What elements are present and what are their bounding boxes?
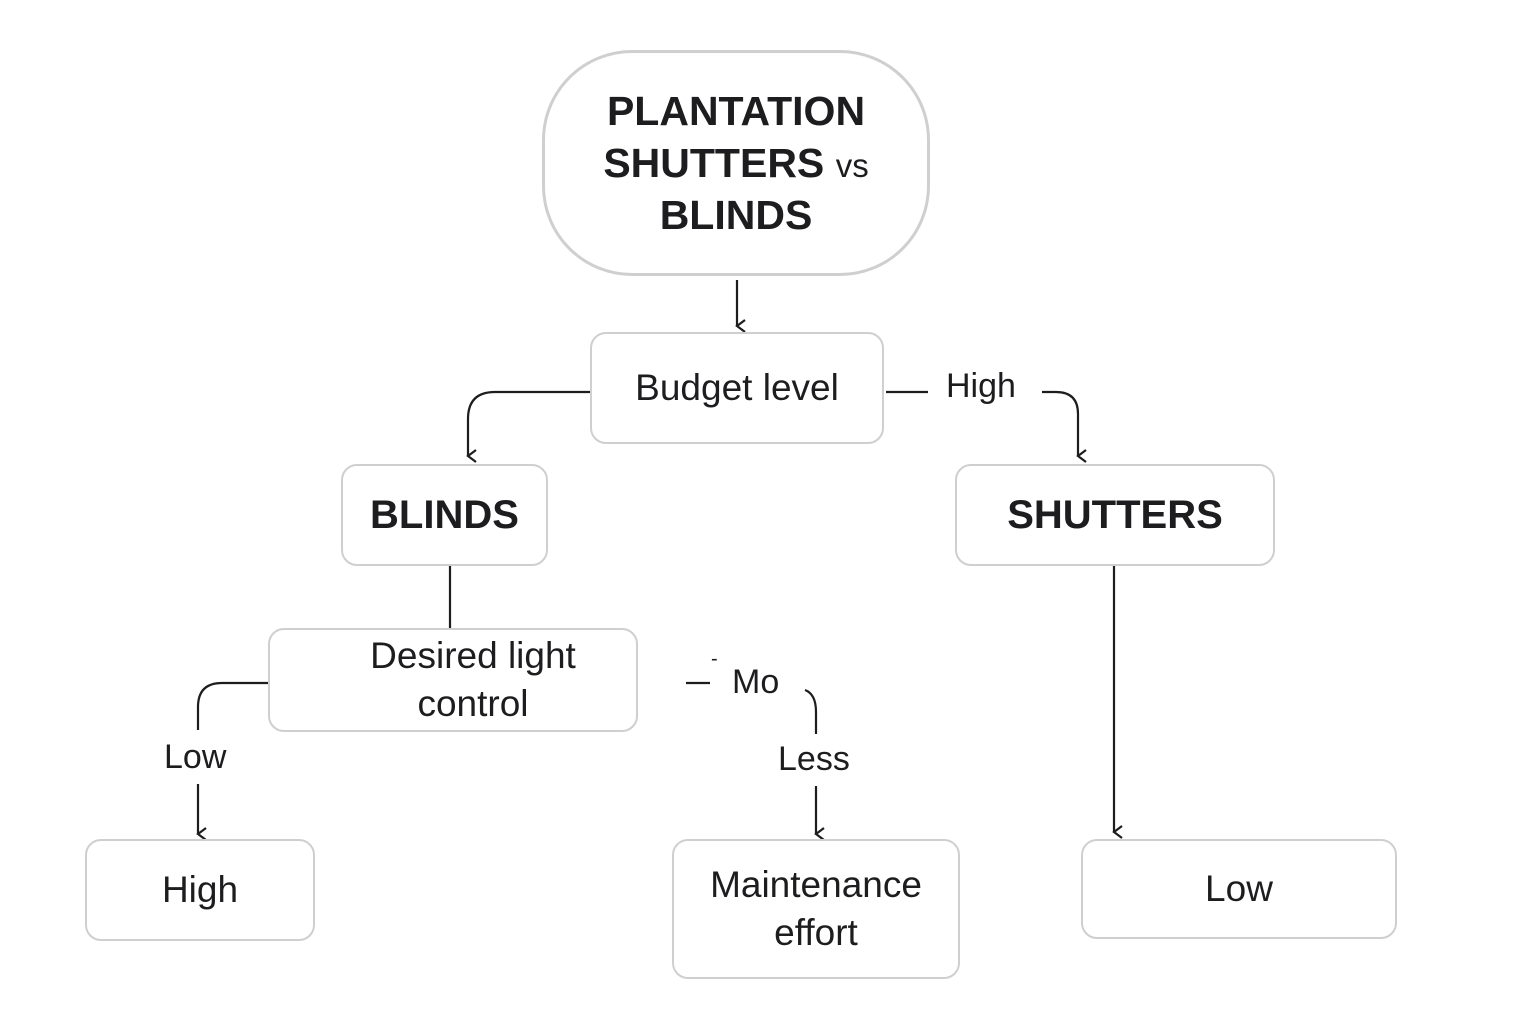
shutters-node: SHUTTERS	[955, 464, 1275, 566]
budget-level-node: Budget level	[590, 332, 884, 444]
maintenance-effort-node: Maintenance effort	[672, 839, 960, 979]
shutters-label: SHUTTERS	[1007, 493, 1223, 537]
low-outcome-node: Low	[1081, 839, 1397, 939]
root-title-line1: PLANTATION	[606, 87, 866, 134]
edge-budget-high-right	[1042, 390, 1087, 463]
high-outcome-node: High	[85, 839, 315, 941]
desired-light-control-node: Desired light control	[268, 628, 638, 732]
root-title-line3: BLINDS	[659, 192, 813, 239]
edge-label-light-less: Less	[778, 740, 850, 778]
root-title-vs: vs	[835, 146, 869, 184]
desired-light-control-label: Desired light control	[370, 634, 576, 724]
edge-label-light-mo: Mo	[732, 663, 780, 701]
edge-budget-blinds	[466, 390, 590, 463]
edge-label-budget-high: High	[946, 367, 1016, 405]
high-outcome-label: High	[161, 868, 239, 910]
blinds-label: BLINDS	[370, 493, 519, 537]
edge-light-less-top	[804, 688, 818, 734]
root-title-line2-wrap: SHUTTERS vs	[603, 137, 868, 189]
low-outcome-label: Low	[1205, 867, 1273, 909]
edge-light-low-top	[196, 681, 268, 730]
blinds-node: BLINDS	[341, 464, 548, 566]
stray-tick-mark: -	[711, 648, 718, 670]
root-title-line2: SHUTTERS	[603, 139, 825, 186]
budget-level-label: Budget level	[635, 366, 839, 408]
root-title-text: PLANTATION SHUTTERS vs BLINDS	[603, 85, 868, 241]
maintenance-effort-label: Maintenance effort	[710, 863, 922, 953]
root-title-node: PLANTATION SHUTTERS vs BLINDS	[542, 50, 930, 276]
edge-label-light-low: Low	[164, 738, 227, 776]
